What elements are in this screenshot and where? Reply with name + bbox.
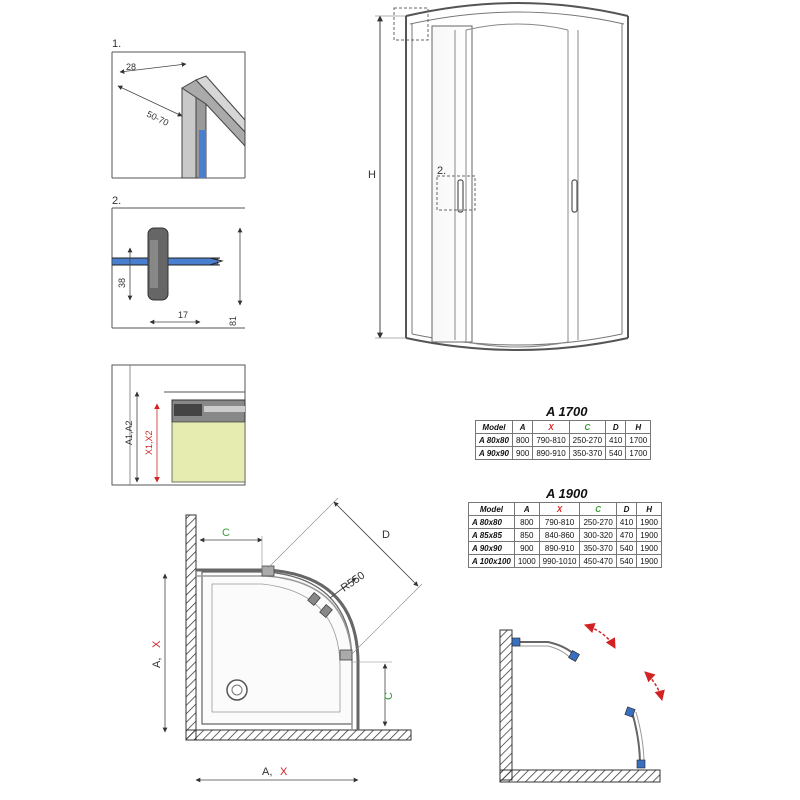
table-cell: 540 [615, 541, 638, 555]
plan-label-ax-bottom-x: X [280, 766, 288, 778]
detail-1: 1. 28 50-70 [111, 38, 246, 179]
callout-2-label: 2. [437, 165, 446, 177]
table-cell: 790-810 [532, 433, 570, 447]
detail-2-dim-width: 17 [178, 310, 188, 320]
plan-view: C D R550 C A, X A, X [151, 497, 423, 783]
table-cell: 840-860 [538, 528, 581, 542]
detail-3-label-a: A1,A2 [124, 420, 134, 445]
plan-label-c-side: C [383, 692, 395, 700]
table-cell: 1900 [636, 541, 662, 555]
table-cell: 410 [605, 433, 627, 447]
table-cell: 800 [511, 433, 534, 447]
table-cell: 410 [615, 515, 638, 529]
table-cell: 790-810 [538, 515, 581, 529]
left-handle [457, 179, 464, 213]
height-label: H [368, 169, 376, 181]
swing-arrow-2 [644, 671, 665, 702]
table-1900-title: A 1900 [546, 486, 588, 501]
model-cell: A 90x90 [468, 541, 515, 555]
table-header-cell: Model [468, 502, 515, 516]
table-cell: 1900 [636, 554, 662, 568]
table-cell: 850 [513, 528, 540, 542]
table-cell: 350-370 [568, 446, 607, 460]
table-cell: 1700 [625, 433, 652, 447]
table-cell: 1000 [513, 554, 540, 568]
plan-label-radius: R550 [339, 570, 367, 595]
table-header-cell: D [615, 502, 638, 516]
table-cell: 300-320 [579, 528, 617, 542]
model-cell: A 90x90 [475, 446, 513, 460]
plan-wall-left [185, 514, 197, 741]
table-cell: 800 [513, 515, 540, 529]
swing-arrow-1 [584, 623, 616, 649]
front-view: H 2. [368, 2, 629, 351]
detail-1-dim-a: 28 [126, 62, 136, 72]
right-handle [571, 179, 578, 213]
table-cell: 890-910 [532, 446, 570, 460]
table-header-cell: C [568, 420, 607, 434]
table-header-cell: Model [475, 420, 513, 434]
detail-1-dim-b: 50-70 [145, 109, 170, 128]
table-cell: 900 [511, 446, 534, 460]
door-swing-detail [499, 623, 665, 783]
table-header-cell: H [636, 502, 662, 516]
detail-2-dim-height: 38 [117, 278, 127, 288]
detail-2-dim-total: 81 [228, 316, 238, 326]
detail-2: 2. 38 17 81 [111, 195, 245, 329]
table-1700-title: A 1700 [546, 404, 588, 419]
detail-1-number: 1. [112, 38, 121, 50]
model-cell: A 80x80 [475, 433, 513, 447]
plan-label-ax-left-a: A, [151, 658, 163, 668]
table-cell: 540 [605, 446, 627, 460]
table-cell: 1900 [636, 515, 662, 529]
detail-2-number: 2. [112, 195, 121, 207]
table-cell: 470 [615, 528, 638, 542]
table-header-cell: A [513, 502, 540, 516]
callout-box-1 [393, 7, 429, 41]
table-header-cell: H [625, 420, 652, 434]
table-cell: 900 [513, 541, 540, 555]
callout-box-2 [436, 175, 476, 211]
table-header-cell: A [511, 420, 534, 434]
table-header-cell: X [538, 502, 581, 516]
plan-wall-bottom [185, 729, 412, 741]
table-cell: 1700 [625, 446, 652, 460]
table-cell: 890-910 [538, 541, 581, 555]
table-header-cell: C [579, 502, 617, 516]
table-cell: 250-270 [568, 433, 607, 447]
table-header-cell: X [532, 420, 570, 434]
plan-label-ax-left-x: X [151, 640, 163, 648]
table-cell: 350-370 [579, 541, 617, 555]
table-cell: 250-270 [579, 515, 617, 529]
model-cell: A 80x80 [468, 515, 515, 529]
table-header-cell: D [605, 420, 627, 434]
model-cell: A 100x100 [468, 554, 515, 568]
detail-3: A1,A2 X1,X2 [111, 364, 246, 486]
table-cell: 540 [615, 554, 638, 568]
plan-label-c-top: C [222, 527, 230, 539]
plan-label-ax-bottom-a: A, [262, 766, 272, 778]
detail-3-label-x: X1,X2 [144, 430, 154, 455]
table-cell: 450-470 [579, 554, 617, 568]
model-cell: A 85x85 [468, 528, 515, 542]
table-cell: 1900 [636, 528, 662, 542]
plan-label-d: D [382, 529, 390, 541]
table-cell: 990-1010 [538, 554, 581, 568]
tray-fill [171, 421, 246, 483]
